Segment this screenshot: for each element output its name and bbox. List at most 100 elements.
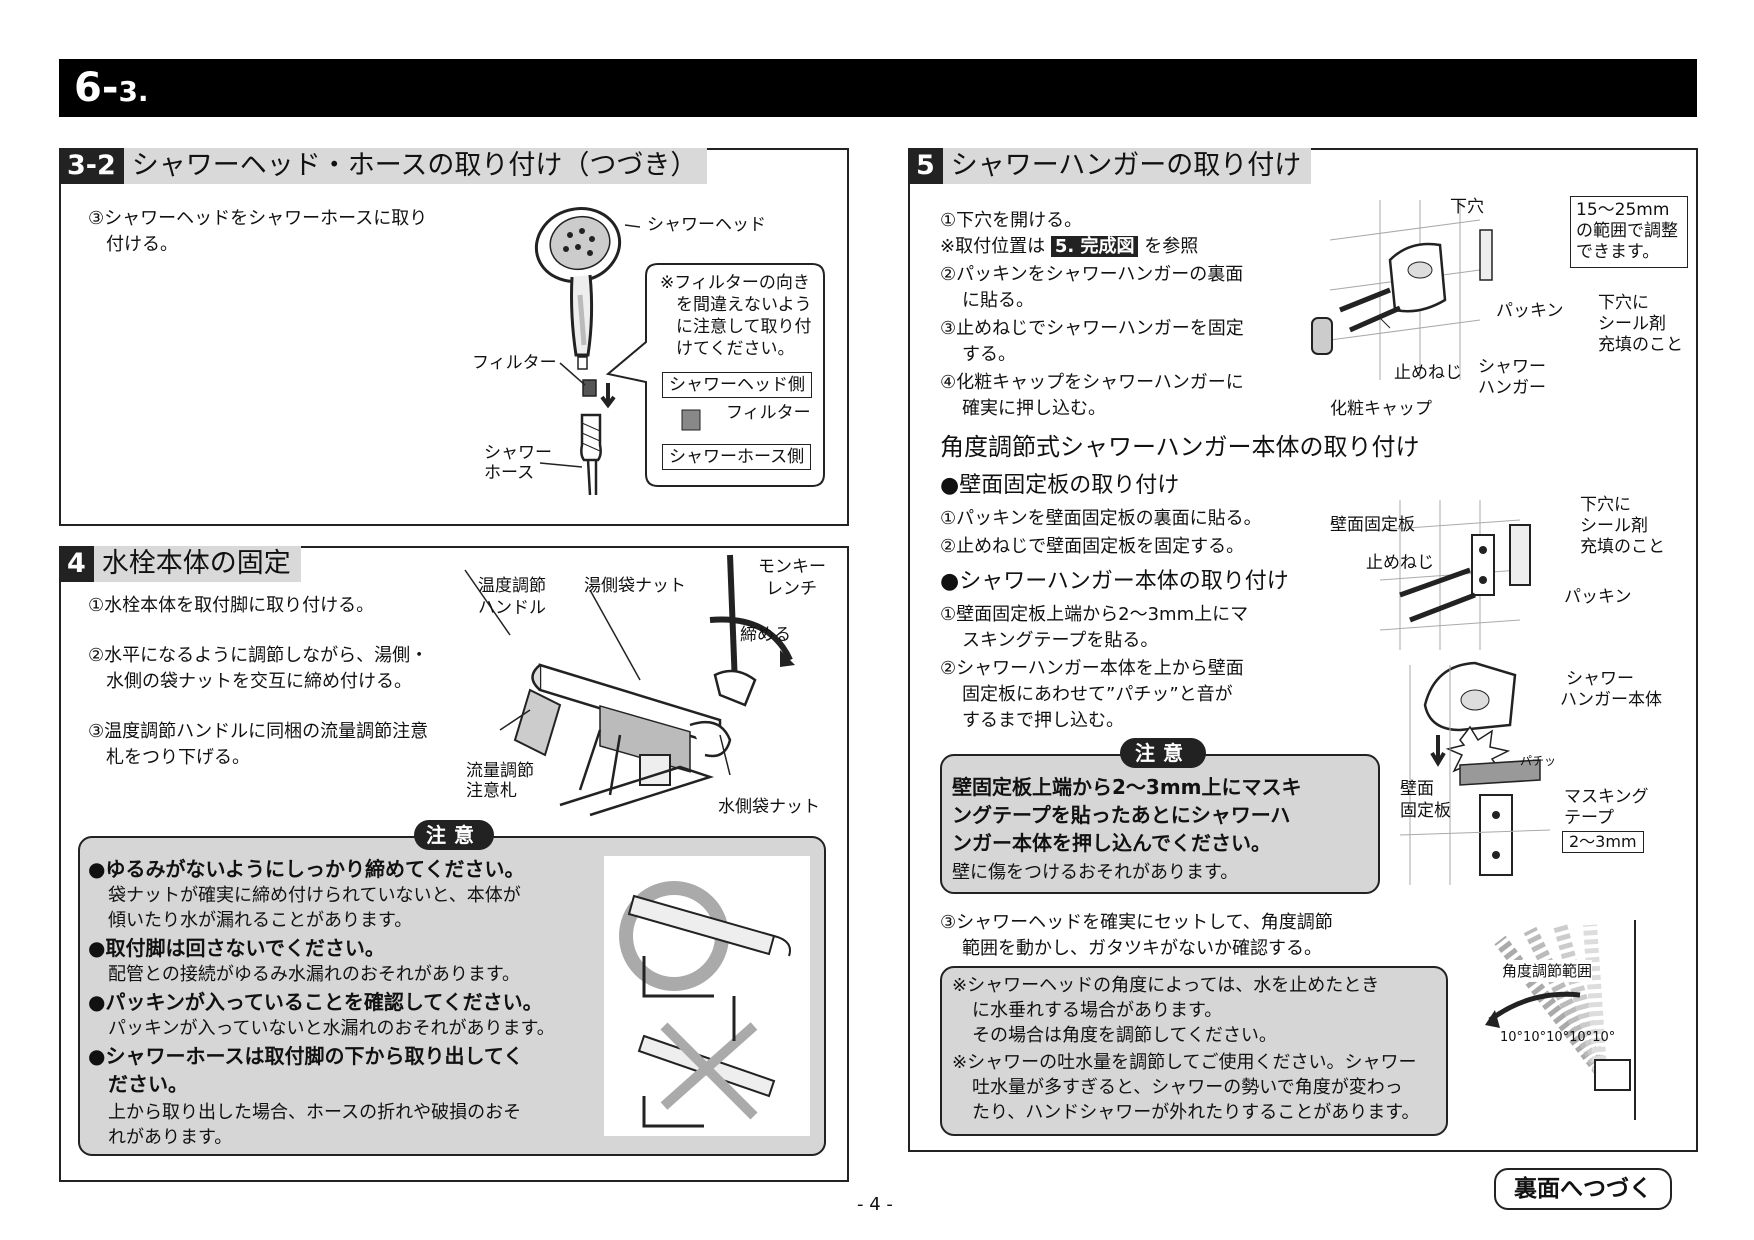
page-section-title: 6-3. — [74, 62, 149, 118]
range-note-3: できます。 — [1576, 242, 1660, 262]
sec5-step-1: ①下穴を開ける。 — [940, 210, 1083, 231]
section-title-text: シャワーハンガーの取り付け — [950, 150, 1302, 181]
note-line-3: その場合は角度を調節してください。 — [972, 1025, 1277, 1046]
label-cap: 化粧キャップ — [1330, 399, 1432, 419]
caution5-body: 壁に傷をつけるおそれがあります。 — [952, 862, 1239, 883]
sec5-step-4-line1: ④化粧キャップをシャワーハンガーに — [940, 372, 1244, 393]
caution5-bold-3: ンガー本体を押し込んでください。 — [952, 831, 1271, 855]
sec5-step-2-line2: に貼る。 — [962, 290, 1034, 311]
bubble-line-1: ※フィルターの向き — [660, 273, 810, 293]
label-shower-head: シャワーヘッド — [647, 215, 766, 235]
caution5-bold-1: 壁固定板上端から2〜3mm上にマスキ — [952, 775, 1302, 799]
label-gap: 2〜3mm — [1562, 831, 1644, 853]
sec5-step-3-line1: ③止めねじでシャワーハンガーを固定 — [940, 318, 1244, 339]
label-filter: フィルター — [472, 353, 557, 373]
body-step-2-line3: するまで押し込む。 — [962, 710, 1124, 731]
ref-post: を参照 — [1144, 236, 1199, 257]
note-line-2: に水垂れする場合があります。 — [972, 1000, 1223, 1021]
note-line-5: 吐水量が多すぎると、シャワーの勢いで角度が変わっ — [972, 1077, 1403, 1098]
title-sub: 3. — [118, 75, 149, 108]
caution-4-head-2: ださい。 — [108, 1072, 188, 1096]
label-hanger-1: シャワー — [1478, 357, 1546, 377]
sec4-step-3-line1: ③温度調節ハンドルに同梱の流量調節注意 — [88, 721, 429, 742]
bubble-line-2: を間違えないよう — [676, 295, 812, 315]
angle-values: 10°10°10°10°10° — [1500, 1030, 1615, 1045]
bubble-filter: フィルター — [726, 403, 811, 423]
caution-2-body-1: 配管との接続がゆるみ水漏れのおそれがあります。 — [108, 964, 521, 985]
step3b-line2: 範囲を動かし、ガタツキがないか確認する。 — [962, 938, 1322, 959]
sec5-step-3-line2: する。 — [962, 344, 1016, 365]
caution5-bold-2: ングテープを貼ったあとにシャワーハ — [952, 803, 1291, 827]
page-number: - 4 - — [857, 1194, 893, 1215]
label-plate-1: 壁面 — [1400, 779, 1434, 799]
label-hose-1: シャワー — [484, 443, 552, 463]
sec4-step-2-line2: 水側の袋ナットを交互に締め付ける。 — [106, 671, 412, 692]
caution-label: 注意 — [414, 820, 494, 850]
angle-range-label: 角度調節範囲 — [1502, 960, 1593, 982]
label-seal-3: 充填のこと — [1598, 335, 1683, 355]
range-note-1: 15〜25mm — [1576, 200, 1670, 220]
hanger-body-illustration — [1399, 661, 1551, 885]
label-hose-2: ホース — [484, 463, 535, 483]
label-screw: 止めねじ — [1394, 363, 1462, 383]
hanger-body-heading: ●シャワーハンガー本体の取り付け — [940, 569, 1289, 594]
label-wrench-1: モンキー — [758, 557, 826, 577]
body-step-1-line1: ①壁面固定板上端から2〜3mm上にマ — [940, 604, 1249, 625]
section-4-panel — [59, 546, 849, 1182]
step3b-line1: ③シャワーヘッドを確実にセットして、角度調節 — [940, 912, 1333, 933]
angle-1: 10° — [1500, 1030, 1524, 1045]
section-number: 5 — [908, 148, 943, 184]
box-hose-side: シャワーホース側 — [662, 444, 812, 470]
angle-3: 10° — [1546, 1030, 1570, 1045]
angle-4: 10° — [1569, 1030, 1593, 1045]
page-header-bar — [59, 59, 1697, 117]
wallplate-step-2: ②止めねじで壁面固定板を固定する。 — [940, 536, 1245, 557]
range-note-2: の範囲で調整 — [1576, 221, 1678, 241]
label-hanger-body-1: シャワー — [1566, 669, 1634, 689]
label-hanger-body-2: ハンガー本体 — [1560, 690, 1662, 710]
shower-head-illustration — [534, 207, 641, 496]
note-box — [940, 966, 1448, 1136]
label-tag-2: 注意札 — [466, 781, 517, 801]
faucet-illustration — [464, 554, 795, 817]
note-line-4: ※シャワーの吐水量を調節してご使用ください。シャワー — [952, 1052, 1417, 1073]
wallplate-heading: ●壁面固定板の取り付け — [940, 473, 1180, 498]
label-tape-1: マスキング — [1564, 787, 1649, 807]
sec5-step-4-line2: 確実に押し込む。 — [962, 398, 1106, 419]
caution-2-head: ●取付脚は回さないでください。 — [88, 936, 385, 960]
caution-4-body-1: 上から取り出した場合、ホースの折れや破損のおそ — [108, 1102, 522, 1123]
caution-4-body-2: れがあります。 — [108, 1127, 233, 1148]
body-step-1-line2: スキングテープを貼る。 — [962, 630, 1159, 651]
label-click: パチッ — [1520, 754, 1557, 768]
label-tape-2: テープ — [1564, 808, 1614, 828]
label-temp-1: 温度調節 — [478, 576, 546, 596]
label-plate-2: 固定板 — [1400, 801, 1451, 821]
label-packing: パッキン — [1496, 301, 1564, 321]
caution-4-head: ●シャワーホースは取付脚の下から取り出してく — [88, 1044, 524, 1068]
step-3-line1: ③シャワーヘッドをシャワーホースに取り — [88, 208, 428, 229]
label-seal2-2: シール剤 — [1580, 516, 1648, 536]
sec4-step-1: ①水栓本体を取付脚に取り付ける。 — [88, 595, 375, 616]
label-seal-2: シール剤 — [1598, 314, 1666, 334]
ref-link-completed-diagram: 5. 完成図 — [1050, 236, 1139, 257]
label-temp-2: ハンドル — [478, 598, 546, 618]
label-screw-2: 止めねじ — [1366, 553, 1434, 573]
label-wrench-2: レンチ — [766, 579, 817, 599]
note-line-1: ※シャワーヘッドの角度によっては、水を止めたとき — [952, 975, 1380, 996]
bubble-line-3: に注意して取り付 — [676, 317, 812, 337]
hanger-install-illustration — [1311, 200, 1493, 380]
sec4-step-2-line1: ②水平になるように調節しながら、湯側・ — [88, 645, 429, 666]
wallplate-step-1: ①パッキンを壁面固定板の裏面に貼る。 — [940, 508, 1262, 529]
caution-1-head: ●ゆるみがないようにしっかり締めてください。 — [88, 857, 525, 881]
angle-hanger-heading: 角度調節式シャワーハンガー本体の取り付け — [940, 433, 1420, 461]
title-main: 6- — [74, 65, 119, 111]
section-number: 4 — [59, 546, 94, 582]
wall-plate-illustration — [1379, 500, 1531, 650]
sec4-step-3-line2: 札をつり下げる。 — [106, 747, 250, 768]
label-seal-1: 下穴に — [1598, 293, 1649, 313]
step-3-line2: 付ける。 — [106, 234, 178, 255]
label-pilot-hole: 下穴 — [1450, 197, 1484, 217]
